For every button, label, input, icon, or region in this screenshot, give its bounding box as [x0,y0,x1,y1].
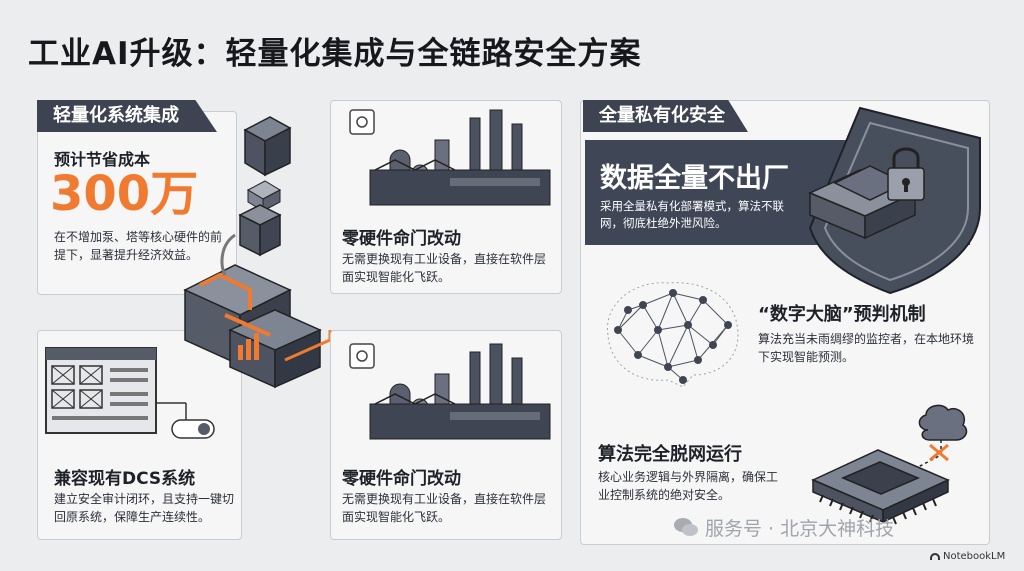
shield-lock-icon [808,106,981,295]
private-security-tab: 全量私有化安全 [583,100,748,132]
zero-hardware-desc-bottom: 无需更换现有工业设备，直接在软件层面实现智能化飞跃。 [342,492,547,524]
dcs-compat-heading: 兼容现有DCS系统 [54,469,196,489]
zero-hardware-desc-top: 无需更换现有工业设备，直接在软件层面实现智能化飞跃。 [342,252,547,284]
lightweight-integration-card [37,111,237,295]
dashboard-screen-icon [45,347,215,439]
lightweight-integration-tab: 轻量化系统集成 [37,100,217,132]
saving-label: 预计节省成本 [54,150,151,169]
notebooklm-icon [930,553,940,560]
zero-hardware-heading-bottom: 零硬件命门改动 [342,469,461,489]
offline-heading: 算法完全脱网运行 [598,444,742,465]
data-headline: 数据全量不出厂 [600,163,789,194]
dcs-compat-desc: 建立安全审计闭环，且支持一键切回原系统，保障生产连续性。 [54,492,235,524]
brain-desc: 算法充当未雨绸缪的监控者，在本地环境下实现智能预测。 [758,332,975,364]
factory-icon [349,343,551,440]
offline-desc: 核心业务逻辑与外界隔离，确保工业控制系统的绝对安全。 [598,470,779,502]
saving-value: 300万 [50,166,199,222]
saving-desc: 在不增加泵、塔等核心硬件的前提下，显著提升经济效益。 [54,230,223,262]
chip-cloud-icon [811,404,968,525]
watermark-text: 服务号 · 北京大神科技 [705,518,895,540]
page-title: 工业AI升级：轻量化集成与全链路安全方案 [28,36,642,72]
brain-network-icon [606,282,739,388]
factory-icon [349,109,551,206]
zero-hardware-heading-top: 零硬件命门改动 [342,229,461,249]
data-headline-desc: 采用全量私有化部署模式，算法不联网，彻底杜绝外泄风险。 [600,199,784,230]
wechat-logo-icon [674,518,698,536]
isometric-cubes-illustration [183,116,332,389]
notebooklm-label: NotebookLM [943,551,1006,562]
notebooklm-badge: NotebookLM [930,551,1005,562]
brain-heading: “数字大脑”预判机制 [758,304,926,325]
